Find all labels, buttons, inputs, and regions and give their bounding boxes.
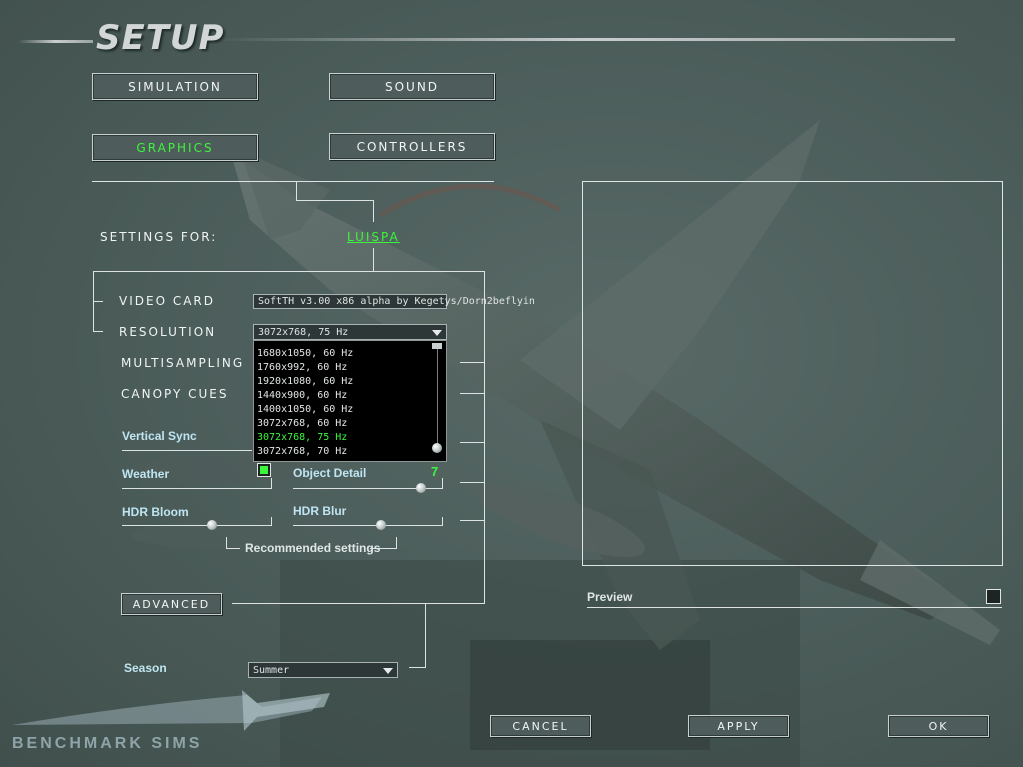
preview-pane <box>582 181 1003 566</box>
tab-simulation[interactable]: Simulation <box>92 73 258 100</box>
underline <box>587 607 1002 608</box>
scroll-up-icon[interactable] <box>432 343 442 349</box>
chevron-down-icon[interactable] <box>432 330 442 336</box>
cancel-button[interactable]: Cancel <box>490 715 591 737</box>
tab-controllers[interactable]: Controllers <box>329 133 495 160</box>
tick-line <box>460 520 484 521</box>
underline-cap <box>442 478 443 488</box>
video-card-label: Video Card <box>119 294 215 308</box>
resolution-option[interactable]: 3072x768, 75 Hz <box>257 432 348 443</box>
weather-label: Weather <box>122 467 170 481</box>
jet-logo-icon <box>12 690 330 731</box>
title-rule-left <box>18 40 93 43</box>
resolution-value: 3072x768, 75 Hz <box>258 326 349 338</box>
vertical-sync-label: Vertical Sync <box>122 429 197 443</box>
video-card-field[interactable]: SoftTH v3.00 x86 alpha by Kegetys/Dorn2b… <box>253 294 535 309</box>
scrollbar-thumb[interactable] <box>432 443 442 453</box>
hdr-blur-label: HDR Blur <box>293 504 347 518</box>
season-value: Summer <box>253 664 290 676</box>
weather-checkbox[interactable] <box>257 463 271 477</box>
benchmark-sims-logo: BENCHMARK SIMS <box>12 685 332 755</box>
underline <box>122 488 272 489</box>
tick-line <box>93 331 103 332</box>
preview-label: Preview <box>587 590 633 604</box>
tick-line <box>93 301 103 302</box>
connector-line <box>296 200 374 201</box>
bracket-line <box>370 548 397 549</box>
resolution-dropdown[interactable]: 3072x768, 75 Hz <box>253 324 447 340</box>
tab-divider <box>92 181 494 182</box>
connector-line <box>296 181 297 200</box>
resolution-option[interactable]: 1920x1080, 60 Hz <box>257 376 354 387</box>
object-detail-slider-track[interactable] <box>293 488 443 489</box>
connector-line <box>373 248 374 271</box>
season-dropdown[interactable]: Summer <box>248 662 398 678</box>
resolution-option[interactable]: 1440x900, 60 Hz <box>257 390 348 401</box>
resolution-option[interactable]: 3072x768, 70 Hz <box>257 446 348 457</box>
settings-frame-top <box>93 271 485 272</box>
underline-cap <box>442 517 443 526</box>
object-detail-value: 7 <box>431 464 439 479</box>
check-icon <box>260 466 268 474</box>
recommended-settings-button[interactable]: Recommended settings <box>245 541 381 555</box>
page-title: SETUP <box>96 18 225 58</box>
resolution-option[interactable]: 1680x1050, 60 Hz <box>257 348 354 359</box>
hdr-bloom-slider-track[interactable] <box>122 525 272 526</box>
tick-line <box>460 393 484 394</box>
apply-button[interactable]: Apply <box>688 715 789 737</box>
advanced-button[interactable]: Advanced <box>121 593 222 615</box>
tick-line <box>460 442 484 443</box>
ok-button[interactable]: Ok <box>888 715 989 737</box>
bracket-line <box>396 537 397 548</box>
underline-cap <box>271 517 272 526</box>
tick-line <box>460 362 484 363</box>
preview-checkbox[interactable] <box>986 589 1001 604</box>
resolution-options-list[interactable]: 1680x1050, 60 Hz 1760x992, 60 Hz 1920x1080… <box>253 340 447 462</box>
logo-text: BENCHMARK SIMS <box>12 735 203 752</box>
connector-line <box>373 200 374 222</box>
tab-sound[interactable]: Sound <box>329 73 495 100</box>
bracket-line <box>226 537 227 548</box>
resolution-label: Resolution <box>119 325 217 339</box>
hdr-bloom-slider-knob[interactable] <box>207 520 217 530</box>
bracket-line <box>226 548 240 549</box>
object-detail-label: Object Detail <box>293 466 367 480</box>
pilot-name-link[interactable]: LUISPA <box>347 230 400 244</box>
chevron-down-icon[interactable] <box>383 668 393 674</box>
object-detail-slider-knob[interactable] <box>415 483 426 493</box>
hdr-blur-slider-knob[interactable] <box>375 520 386 530</box>
tick-line <box>460 482 484 483</box>
scrollbar-track[interactable] <box>437 349 438 449</box>
season-label: Season <box>124 661 167 675</box>
hdr-bloom-label: HDR Bloom <box>122 505 189 519</box>
settings-frame-bottom <box>232 603 485 604</box>
resolution-option[interactable]: 1760x992, 60 Hz <box>257 362 348 373</box>
settings-frame-right <box>484 271 485 603</box>
canopy-cues-label: Canopy Cues <box>121 387 229 401</box>
underline-cap <box>271 478 272 488</box>
connector-line <box>409 667 426 668</box>
title-rule-right <box>215 38 955 41</box>
hdr-blur-slider-track[interactable] <box>293 525 443 526</box>
resolution-option[interactable]: 3072x768, 60 Hz <box>257 418 348 429</box>
resolution-option[interactable]: 1400x1050, 60 Hz <box>257 404 354 415</box>
tab-graphics[interactable]: Graphics <box>92 134 258 161</box>
multisampling-label: Multisampling <box>121 356 245 370</box>
settings-for-label: Settings For: <box>100 230 218 244</box>
connector-line <box>425 603 426 668</box>
underline <box>122 450 252 451</box>
